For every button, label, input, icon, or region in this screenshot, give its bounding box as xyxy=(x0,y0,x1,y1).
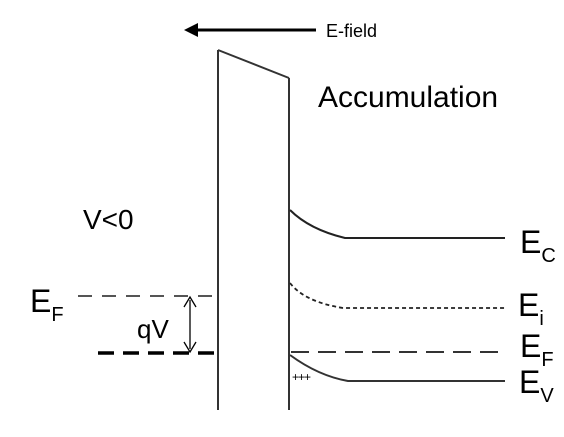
efield-label: E-field xyxy=(326,21,377,41)
efield-arrow xyxy=(184,23,316,37)
voltage-label: V<0 xyxy=(83,204,134,235)
accumulated-holes: +++ xyxy=(292,370,311,384)
oxide-barrier xyxy=(217,49,290,410)
valence-band xyxy=(289,354,505,382)
metal-fermi-label: EF xyxy=(30,283,64,326)
semiconductor-fermi-label: EF xyxy=(520,328,554,371)
conduction-band xyxy=(289,209,505,239)
qv-arrow xyxy=(183,295,197,354)
valence-band-label: EV xyxy=(519,364,554,407)
accumulation-title: Accumulation xyxy=(318,81,498,114)
intrinsic-level xyxy=(289,282,505,309)
qv-label: qV xyxy=(137,314,169,344)
conduction-band-label: EC xyxy=(520,224,556,267)
intrinsic-level-label: Ei xyxy=(518,287,544,330)
